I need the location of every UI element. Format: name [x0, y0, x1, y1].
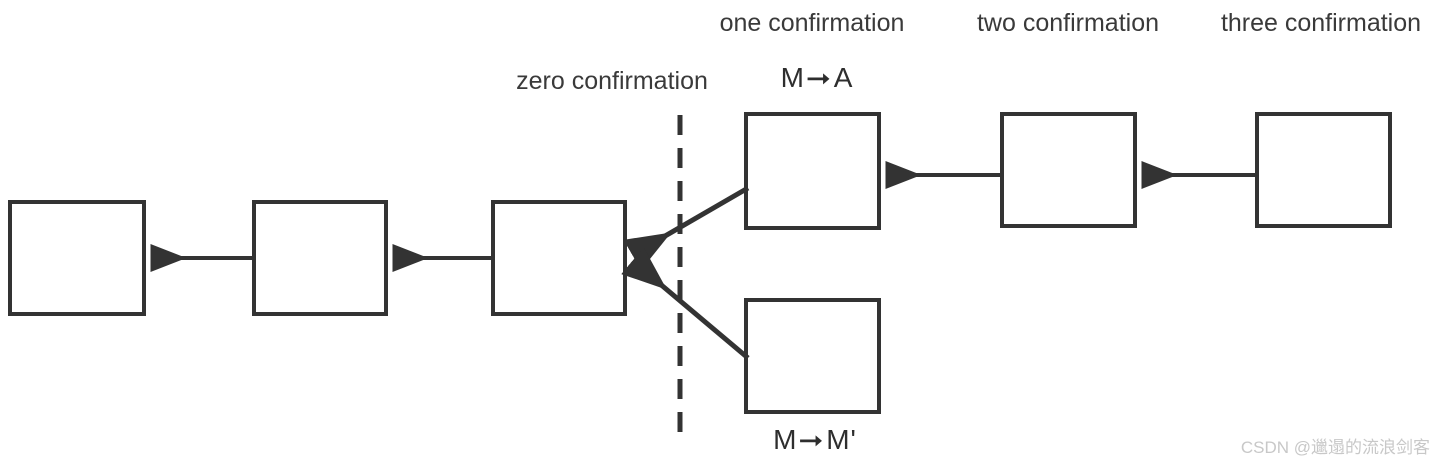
arrow-one-conf-to-fork	[623, 185, 750, 271]
tx-main-to: A	[833, 62, 854, 93]
arrow-fork-branch-to-fork	[621, 247, 750, 360]
block-leftmost	[8, 200, 146, 316]
block-two-confirmation	[1000, 112, 1137, 228]
arrow-right-icon: ➞	[798, 425, 825, 455]
tx-main-from: M	[780, 62, 805, 93]
label-one-confirmation: one confirmation	[719, 9, 905, 37]
block-fork-point	[491, 200, 627, 316]
block-one-confirmation	[744, 112, 881, 230]
tx-fork-from: M	[773, 424, 798, 455]
block-fork-branch	[744, 298, 881, 414]
watermark: CSDN @邋遢的流浪剑客	[1240, 438, 1430, 457]
arrow-right-icon: ➞	[806, 63, 833, 93]
tx-fork-to: M'	[826, 424, 857, 455]
block-second	[252, 200, 388, 316]
label-zero-confirmation: zero confirmation	[516, 67, 708, 95]
label-transaction-main-branch: M➞A	[781, 62, 854, 94]
label-transaction-fork-branch: M➞M'	[773, 424, 857, 456]
label-two-confirmation: two confirmation	[976, 9, 1160, 37]
label-three-confirmation: three confirmation	[1220, 9, 1422, 37]
block-three-confirmation	[1255, 112, 1392, 228]
